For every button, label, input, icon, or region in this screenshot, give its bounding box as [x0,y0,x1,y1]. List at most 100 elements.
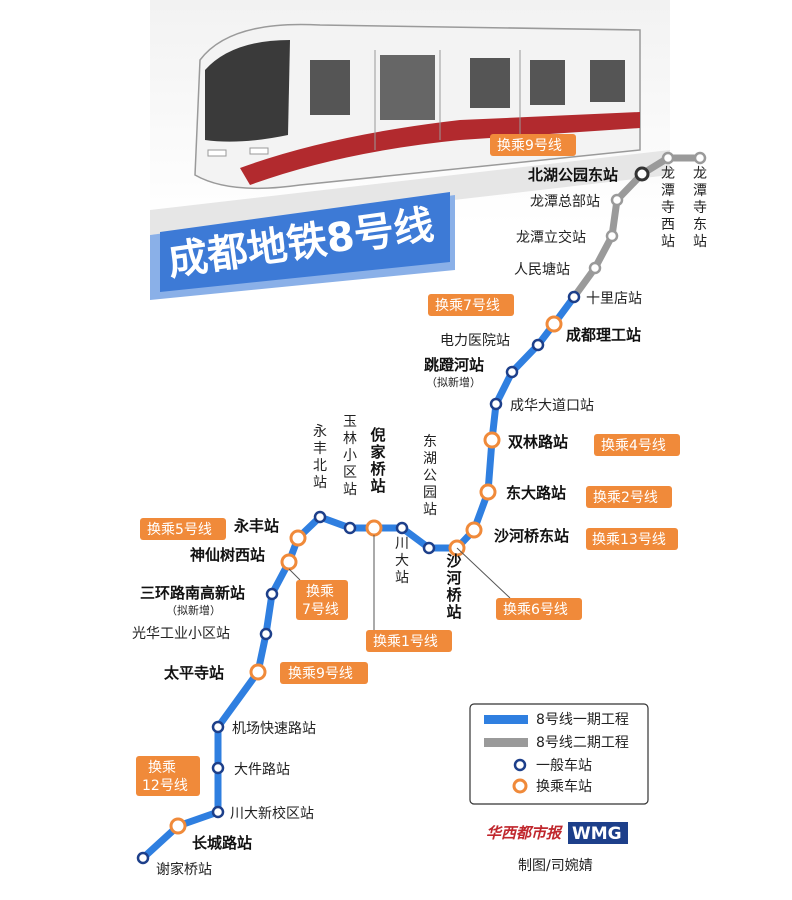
label-yongfeng: 永丰站 [233,517,279,535]
label-dongda: 东大路站 [506,484,566,502]
label-dianliyiyuan: 电力医院站 [440,333,510,349]
station-taipingsi [249,663,267,681]
label-shahe: 沙河桥东站 [494,527,569,545]
station-xiejia [136,851,150,865]
label-longtanzongbu: 龙潭总部站 [530,193,600,210]
label-longtansidong-char: 东 [693,217,707,233]
station-dajian [211,761,225,775]
station-longtanzongbu [610,193,624,207]
station-shilidian [567,290,581,304]
label-longtansidong-char: 寺 [693,200,707,216]
station-chuanda [395,521,409,535]
label-yongfengbei-char: 永 [313,424,327,440]
station-longtanlijiao [605,229,619,243]
badge-transfer-1: 换乘1号线 [366,630,452,652]
badge-transfer-7-top: 换乘7号线 [428,294,514,316]
badge-transfer-13: 换乘13号线 [586,528,678,550]
label-longtansixi-char: 寺 [661,200,675,216]
station-beihu [634,166,650,182]
svg-text:换乘9号线: 换乘9号线 [288,665,353,682]
label-jichang: 机场快速路站 [232,721,316,737]
label-chuanda-char: 川 [395,536,409,552]
label-longtansidong-char: 潭 [693,182,707,199]
label-donghu-char: 公 [423,468,437,484]
station-yongfengbei [313,510,327,524]
leader-lines [288,535,511,630]
label-yongfengbei-char: 站 [313,475,327,491]
legend-phase2: 8号线二期工程 [536,735,629,751]
transfer-badges: 换乘9号线 换乘7号线 换乘4号线 换乘2号线 换乘13号线 换乘6号线 换乘1… [136,134,680,796]
svg-text:换乘5号线: 换乘5号线 [147,521,212,538]
credit-paper: 华西都市报 [486,824,563,842]
label-shahe-bridge-char: 沙 [446,552,461,570]
label-tiaodenghe: 跳蹬河站 [424,356,484,374]
label-longtanlijiao: 龙潭立交站 [516,229,586,246]
station-yongfeng [289,529,307,547]
label-shenxianshu: 神仙树西站 [190,546,265,564]
station-longtansixi [661,151,675,165]
label-chuandaxinxiao: 川大新校区站 [230,805,314,822]
label-yulin-char: 小 [343,448,357,464]
station-chenghua [489,397,503,411]
legend-transfer: 换乘车站 [536,778,592,795]
label-yulin-char: 玉 [343,414,357,430]
label-nijia-char: 桥 [370,460,386,478]
label-renmintang: 人民塘站 [514,262,570,278]
credit-author: 制图/司婉婧 [518,858,593,874]
station-shahe [465,521,483,539]
legend: 8号线一期工程 8号线二期工程 一般车站 换乘车站 [469,703,649,805]
station-labels: 北湖公园东站 龙潭总部站 龙潭立交站 人民塘站 十里店站 成都理工站 电力医院站… [132,166,642,878]
stations [136,151,707,865]
station-nijia [365,519,383,537]
label-donghu-char: 站 [423,502,437,518]
label-shahe-bridge-char: 站 [446,603,461,621]
svg-text:换乘7号线: 换乘7号线 [435,297,500,314]
label-donghu-char: 东 [423,434,437,450]
badge-transfer-6: 换乘6号线 [496,598,582,620]
station-ligong [545,315,563,333]
label-nijia-char: 站 [370,477,385,495]
label-yulin-char: 林 [343,431,357,447]
svg-text:换乘: 换乘 [148,759,176,776]
label-shahe-bridge-char: 桥 [446,586,462,604]
badge-transfer-5: 换乘5号线 [140,518,226,540]
svg-text:换乘2号线: 换乘2号线 [593,489,658,506]
svg-text:7号线: 7号线 [302,602,339,618]
label-tiaodenghe-note: （拟新增） [426,375,481,389]
label-shuanglin: 双林路站 [508,433,568,451]
label-yongfengbei-char: 北 [313,458,327,474]
label-longtansixi-char: 站 [661,234,675,250]
label-yongfengbei-char: 丰 [313,441,327,457]
station-yulin [343,521,357,535]
label-nijia-char: 倪 [370,426,385,444]
badge-transfer-9-top: 换乘9号线 [490,134,576,156]
label-donghu-char: 湖 [423,451,437,467]
label-chuanda-char: 站 [395,570,409,586]
label-longtansixi-char: 龙 [661,166,675,182]
station-dongda [479,483,497,501]
badge-transfer-12: 换乘 12号线 [136,756,200,796]
label-changcheng: 长城路站 [192,834,252,852]
svg-text:换乘4号线: 换乘4号线 [601,437,666,454]
label-nijia-char: 家 [370,443,385,461]
svg-text:12号线: 12号线 [142,778,188,794]
station-dianliyiyuan [531,338,545,352]
label-dajian: 大件路站 [234,762,290,778]
label-shilidian: 十里店站 [586,291,642,307]
label-ligong: 成都理工站 [566,326,641,344]
svg-text:换乘13号线: 换乘13号线 [592,531,666,548]
station-donghu [422,541,436,555]
svg-text:换乘1号线: 换乘1号线 [373,633,438,650]
svg-text:换乘: 换乘 [306,583,334,600]
badge-transfer-4: 换乘4号线 [594,434,680,456]
label-chenghua: 成华大道口站 [510,398,594,414]
svg-text:换乘9号线: 换乘9号线 [497,137,562,154]
credit: 华西都市报 WMG 制图/司婉婧 [486,822,628,874]
legend-phase1: 8号线一期工程 [536,712,629,728]
station-changcheng [169,817,187,835]
station-sanhuan [265,587,279,601]
station-tiaodenghe [505,365,519,379]
